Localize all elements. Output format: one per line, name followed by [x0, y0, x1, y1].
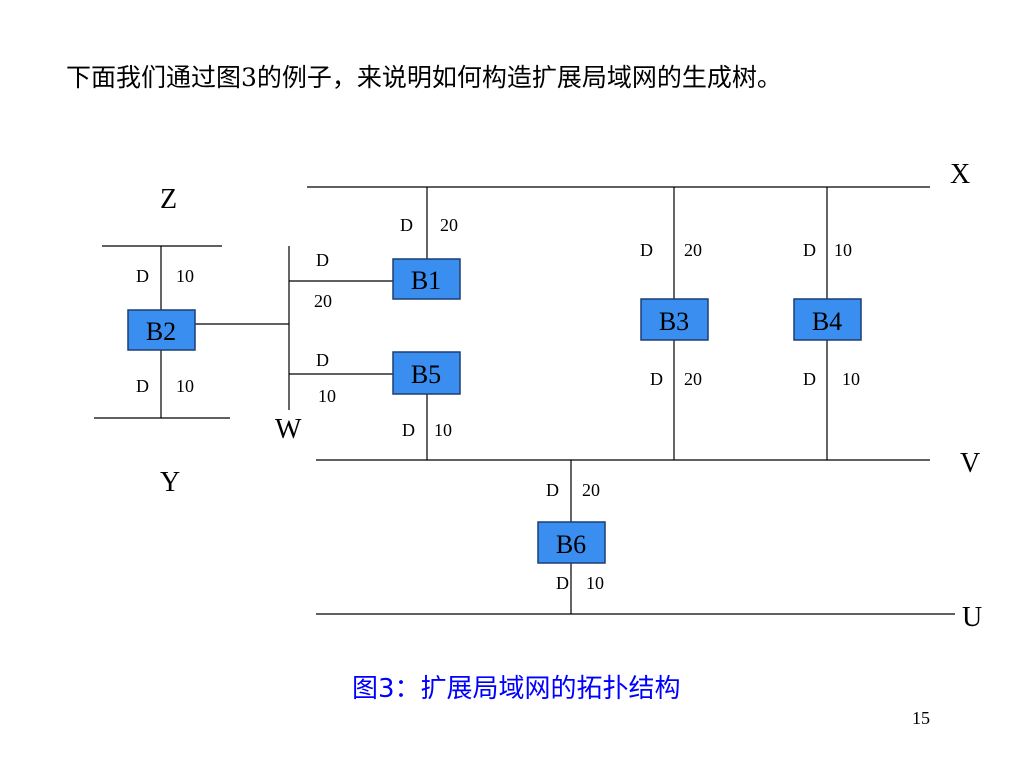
- b6-v-port-letter: D: [546, 480, 559, 500]
- b6-u-port-cost: 10: [586, 573, 604, 593]
- b1-x-port-letter: D: [400, 215, 413, 235]
- b3-v-port-letter: D: [650, 369, 663, 389]
- b3-v-port-cost: 20: [684, 369, 702, 389]
- bridge-b4-label: B4: [812, 307, 842, 336]
- b3-x-port-cost: 20: [684, 240, 702, 260]
- bridge-b6-label: B6: [556, 530, 586, 559]
- b5-w-port-letter: D: [316, 350, 329, 370]
- b2-z-port-letter: D: [136, 266, 149, 286]
- bridge-b3-box: [640, 298, 709, 341]
- b1-x-port-cost: 20: [440, 215, 458, 235]
- bridge-b2-label: B2: [146, 317, 176, 346]
- segment-x-label: X: [950, 159, 970, 190]
- intro-text: 下面我们通过图3的例子，来说明如何构造扩展局域网的生成树。: [66, 63, 782, 92]
- b3-x-port-letter: D: [640, 240, 653, 260]
- bridge-b6-box: [537, 521, 606, 564]
- b5-w-port-cost: 10: [318, 386, 336, 406]
- segment-u-label: U: [962, 602, 982, 633]
- bridge-b5-box: [392, 351, 461, 395]
- b4-x-port-cost: 10: [834, 240, 852, 260]
- b6-u-port-letter: D: [556, 573, 569, 593]
- b4-v-port-cost: 10: [842, 369, 860, 389]
- b4-v-port-letter: D: [803, 369, 816, 389]
- segment-z-label: Z: [160, 184, 177, 215]
- bridge-b5-label: B5: [411, 360, 441, 389]
- b6-v-port-cost: 20: [582, 480, 600, 500]
- segment-v-label: V: [960, 448, 980, 479]
- b1-w-port-letter: D: [316, 250, 329, 270]
- b2-z-port-cost: 10: [176, 266, 194, 286]
- segment-w-label: W: [275, 414, 302, 445]
- figure-caption: 图3：扩展局域网的拓扑结构: [352, 674, 681, 704]
- b4-x-port-letter: D: [803, 240, 816, 260]
- segment-y-label: Y: [160, 467, 180, 498]
- b5-v-port-cost: 10: [434, 420, 452, 440]
- bridge-b4-box: [793, 298, 862, 341]
- bridge-b1-label: B1: [411, 266, 441, 295]
- bridge-b3-label: B3: [659, 307, 689, 336]
- b1-w-port-cost: 20: [314, 291, 332, 311]
- bridge-b1-box: [392, 258, 461, 300]
- page-number: 15: [912, 708, 930, 728]
- b2-y-port-cost: 10: [176, 376, 194, 396]
- bridge-b2-box: [127, 309, 196, 351]
- b5-v-port-letter: D: [402, 420, 415, 440]
- b2-y-port-letter: D: [136, 376, 149, 396]
